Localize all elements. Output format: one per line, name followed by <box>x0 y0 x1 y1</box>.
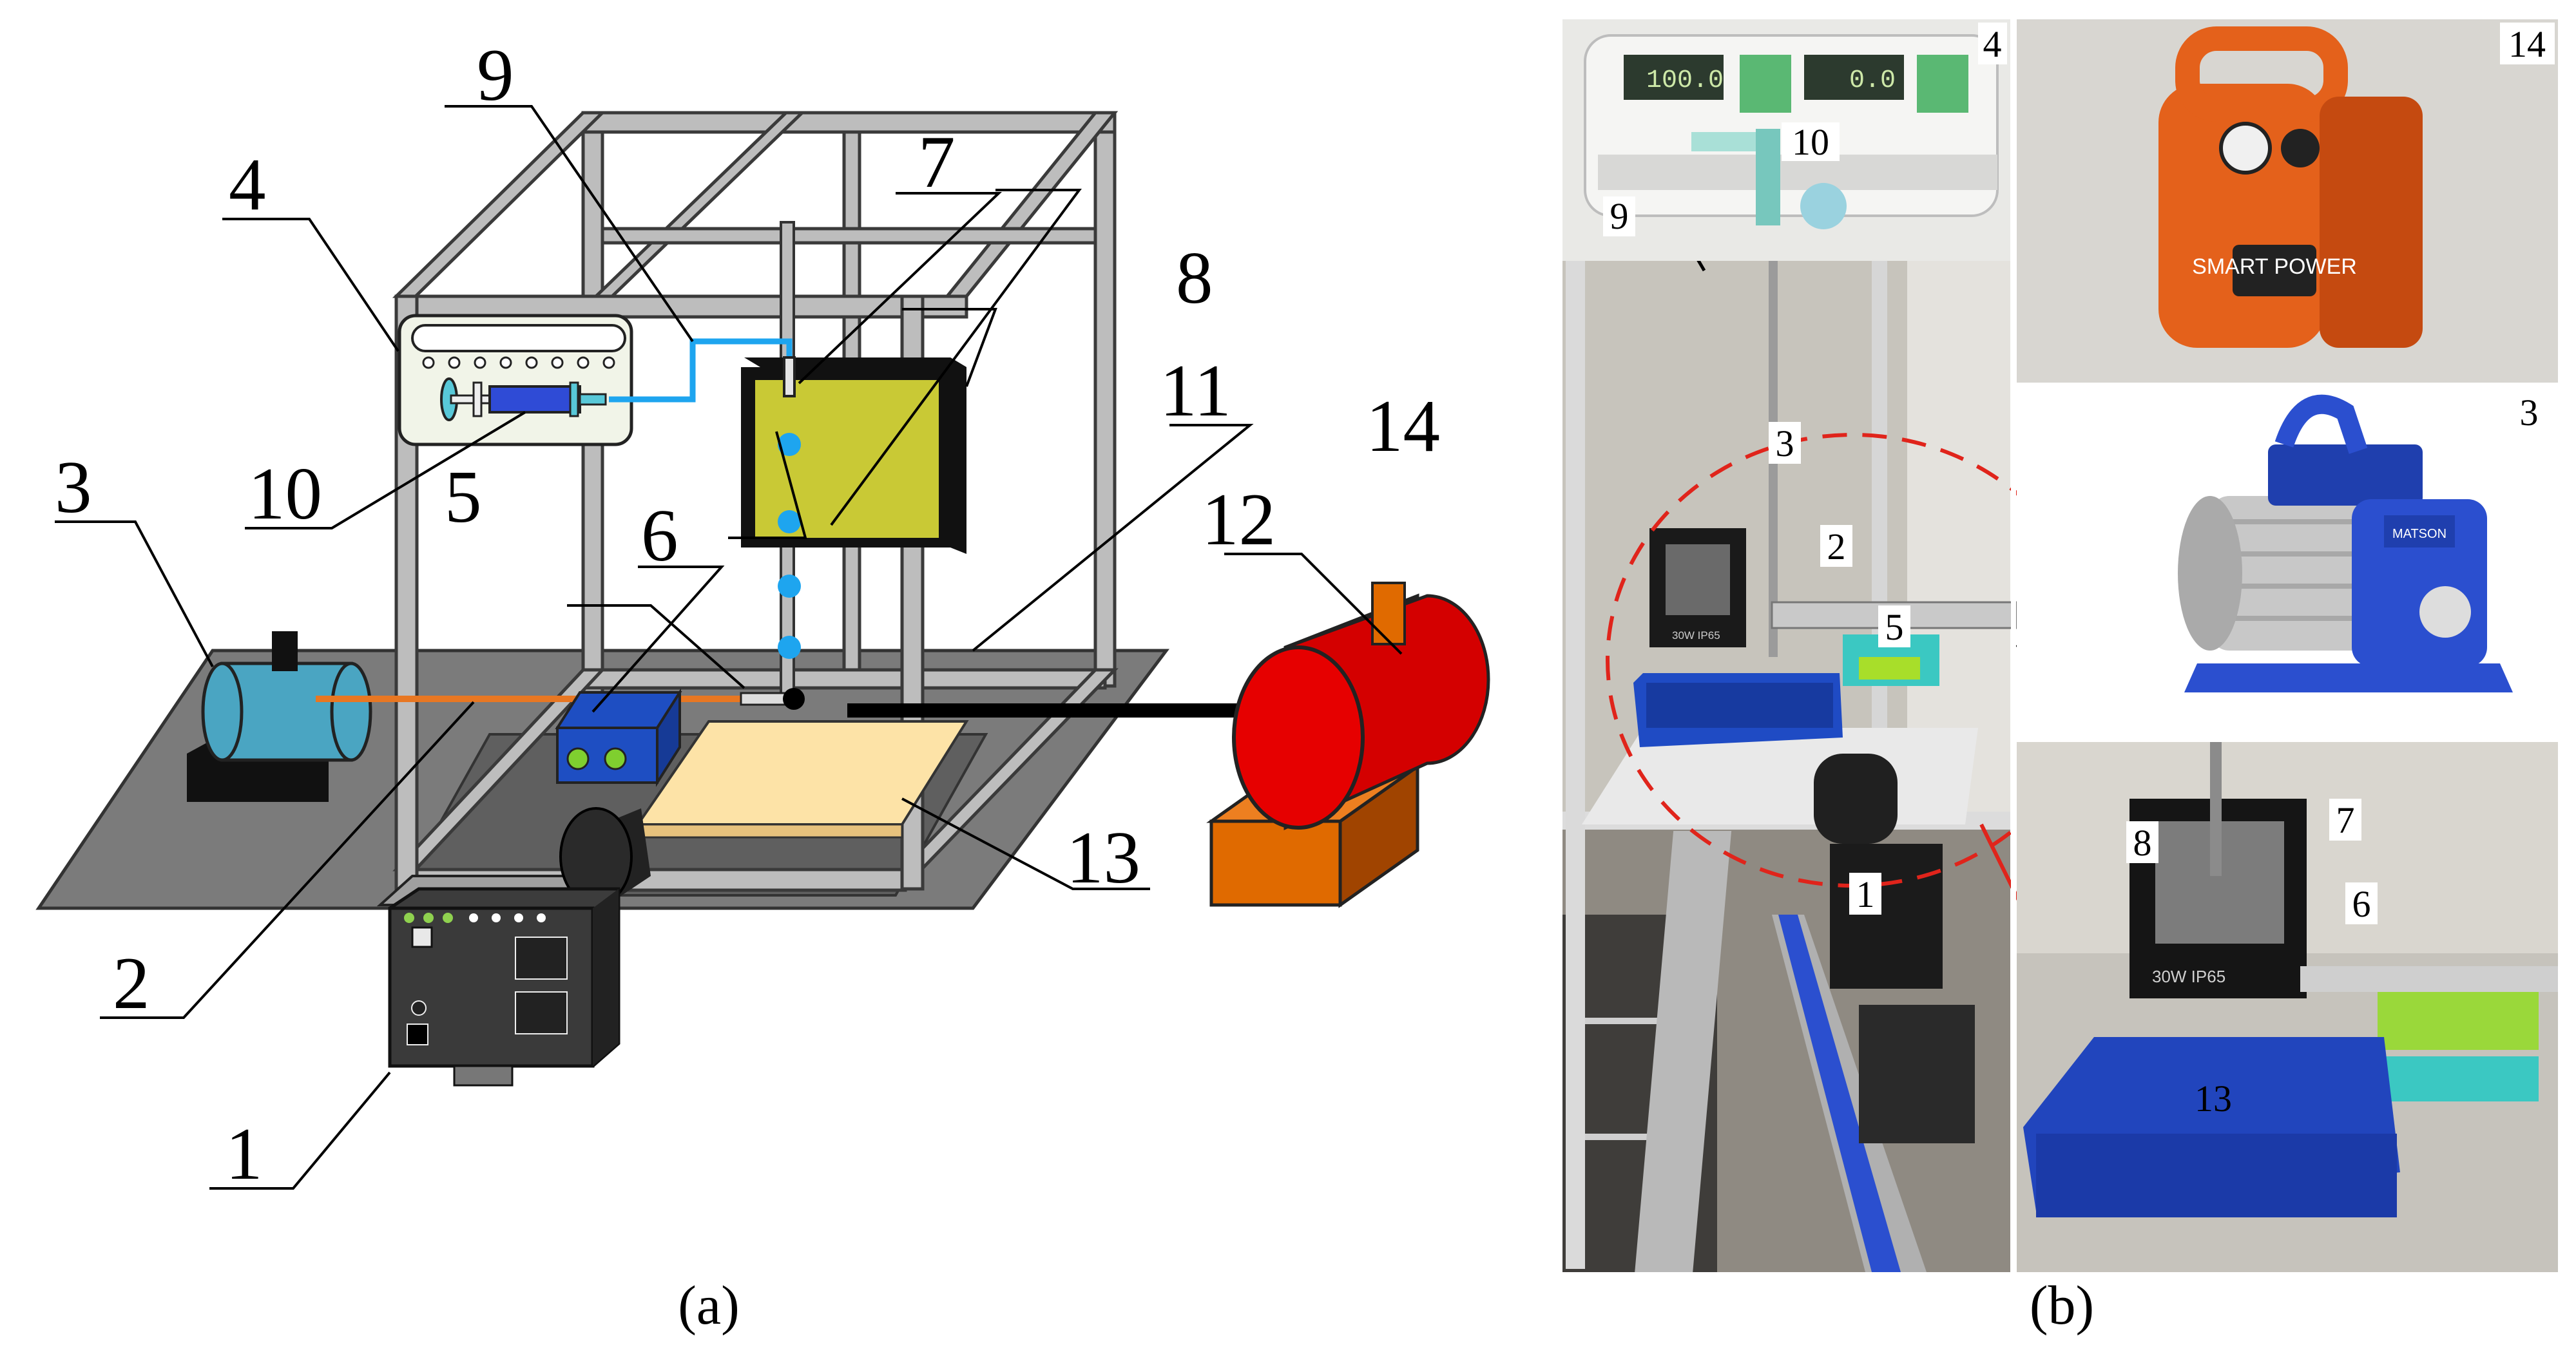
air-compressor <box>1206 582 1490 908</box>
callout-10: 10 <box>248 453 322 535</box>
caption-b: (b) <box>2030 1274 2094 1336</box>
panel-b-photos: 30W IP65 <box>1562 19 2561 1336</box>
syringe-pump <box>398 314 633 446</box>
photo-label-3-pump: 3 <box>2520 392 2539 433</box>
photo-label-8: 8 <box>2133 822 2152 864</box>
droplets <box>778 433 801 659</box>
photo-labels: 4 10 9 14 3 3 2 5 1 8 7 6 13 <box>1603 23 2555 1119</box>
vacuum-brand: MATSON <box>2392 527 2446 541</box>
photo-borders <box>2011 19 2561 1272</box>
photo-label-6: 6 <box>2352 883 2371 925</box>
callout-14: 14 <box>1366 385 1440 467</box>
callout-13: 13 <box>1066 817 1140 899</box>
caption-a: (a) <box>678 1274 739 1336</box>
callout-2: 2 <box>113 942 150 1024</box>
photo-label-2: 2 <box>1827 526 1846 567</box>
callout-9: 9 <box>477 34 514 116</box>
sample-plate-edge <box>637 823 903 839</box>
compressor-brand: SMART POWER <box>2192 254 2357 279</box>
photo-label-7: 7 <box>2336 799 2355 841</box>
photo-label-9: 9 <box>1610 195 1629 237</box>
photo-label-14: 14 <box>2508 23 2546 65</box>
photo-label-3-main: 3 <box>1776 423 1794 464</box>
panel-a-schematic: 1 2 3 4 5 6 7 8 9 10 11 12 13 14 (a) <box>35 34 1490 1336</box>
light-rating-detail: 30W IP65 <box>2152 967 2225 986</box>
tray-detail-photo: 30W IP65 <box>2017 741 2558 1272</box>
vacuum-pump-photo: MATSON <box>2017 386 2558 738</box>
vacuum-pump <box>187 631 372 802</box>
photo-label-1: 1 <box>1856 873 1875 915</box>
photo-label-13: 13 <box>2195 1078 2232 1119</box>
photo-label-5: 5 <box>1885 606 1904 648</box>
control-box <box>555 688 682 787</box>
compressor-photo: SMART POWER <box>2017 19 2558 383</box>
photo-label-4: 4 <box>1983 23 2002 65</box>
callout-12: 12 <box>1202 479 1276 560</box>
camera <box>376 807 651 1087</box>
callout-6: 6 <box>641 495 678 576</box>
leader-lines <box>55 105 1403 1190</box>
callout-1: 1 <box>226 1113 263 1195</box>
photo-label-10: 10 <box>1792 121 1829 163</box>
nozzle-tip <box>783 688 805 710</box>
light-rating-main: 30W IP65 <box>1672 629 1720 642</box>
air-nozzle <box>740 692 787 706</box>
callout-5: 5 <box>445 456 482 538</box>
callout-3: 3 <box>55 446 92 528</box>
callout-11: 11 <box>1160 350 1231 432</box>
callout-8: 8 <box>1176 237 1213 319</box>
callout-4: 4 <box>229 144 266 225</box>
pump-display-1: 100.0 <box>1646 66 1724 95</box>
callout-7: 7 <box>918 121 956 203</box>
needle <box>783 356 796 397</box>
callout-numbers: 1 2 3 4 5 6 7 8 9 10 11 12 13 14 <box>55 34 1440 1195</box>
pump-display-2: 0.0 <box>1849 66 1896 95</box>
